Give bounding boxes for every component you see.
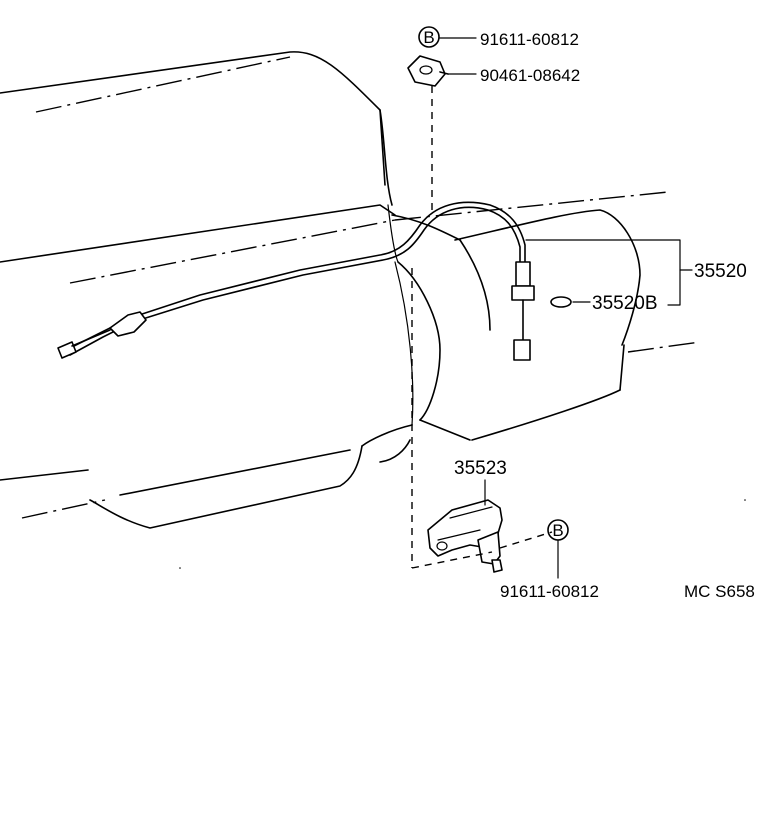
label-clamp-top: 90461-08642 <box>480 66 580 85</box>
label-bolt-top: 91611-60812 <box>480 30 579 49</box>
bolt-marker-letter: B <box>552 521 563 540</box>
transmission-housing <box>0 51 701 529</box>
leader-lines <box>439 37 693 579</box>
speck <box>179 567 181 569</box>
bolt-marker-top: B <box>418 26 440 48</box>
figure-code: MC S658 <box>684 582 755 601</box>
bolt-marker-bottom: B <box>547 519 569 541</box>
speck <box>744 499 746 501</box>
label-cable-assy: 35520 <box>694 261 747 282</box>
oring-shape <box>550 296 572 308</box>
bolt-marker-letter: B <box>423 28 434 47</box>
installation-lines <box>411 86 553 569</box>
throttle-cable <box>57 201 535 361</box>
label-oring: 35520B <box>592 293 658 314</box>
label-bolt-bottom: 91611-60812 <box>500 582 599 601</box>
bracket-shape <box>427 499 503 573</box>
clamp-shape <box>407 55 449 87</box>
label-bracket: 35523 <box>454 458 507 479</box>
